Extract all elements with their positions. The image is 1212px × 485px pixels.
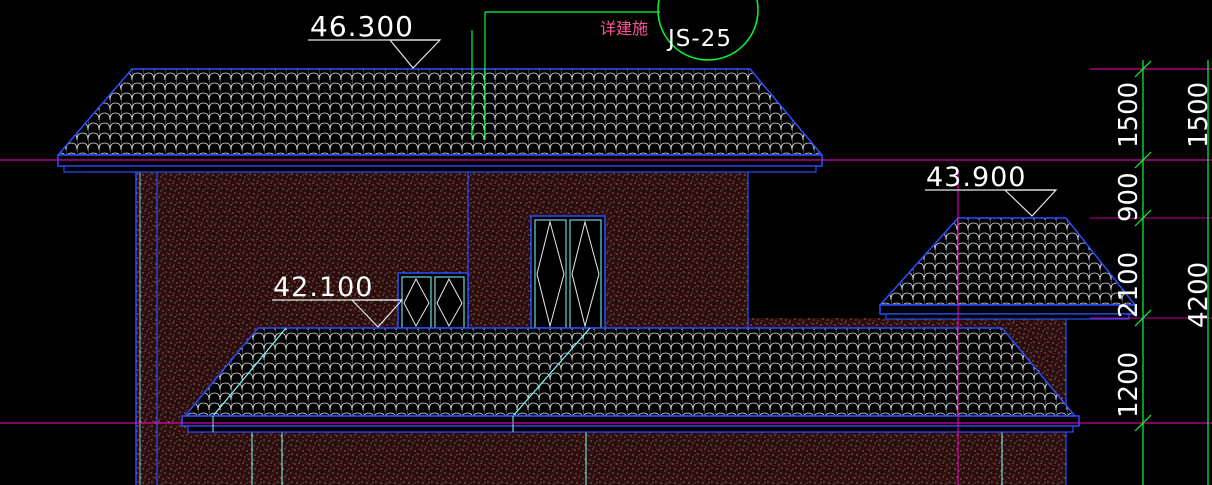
dim-inner-1200: 1200 [1114, 352, 1144, 418]
dimension-chain-inner: 1500 900 2100 1200 [1114, 60, 1152, 485]
dim-inner-2100: 2100 [1114, 252, 1144, 318]
callout-ref: JS-25 [666, 26, 732, 52]
elevation-label-roof-top: 46.300 [310, 10, 414, 43]
dimension-chain-outer: 1500 4200 [1184, 60, 1212, 485]
dim-outer-4200: 4200 [1184, 262, 1212, 328]
elevation-marker-side-roof: 43.900 [925, 162, 1058, 217]
upper-door [530, 215, 606, 329]
detail-callout: 详建施 JS-25 [471, 0, 759, 140]
dim-inner-900: 900 [1114, 172, 1144, 222]
elevation-marker-roof-top: 46.300 [308, 10, 442, 69]
reference-lines [0, 68, 1212, 485]
elevation-label-side-roof: 43.900 [926, 162, 1026, 193]
callout-circle [657, 0, 759, 61]
lower-window [397, 272, 469, 329]
elevation-marker-lower-roof: 42.100 [272, 272, 404, 328]
lower-roof [181, 327, 1080, 433]
main-roof [56, 68, 824, 173]
callout-note: 详建施 [600, 19, 648, 38]
elevation-label-lower-roof: 42.100 [273, 272, 373, 303]
side-roof [878, 217, 1137, 320]
dim-inner-1500: 1500 [1114, 82, 1144, 148]
dim-outer-1500: 1500 [1184, 82, 1212, 148]
